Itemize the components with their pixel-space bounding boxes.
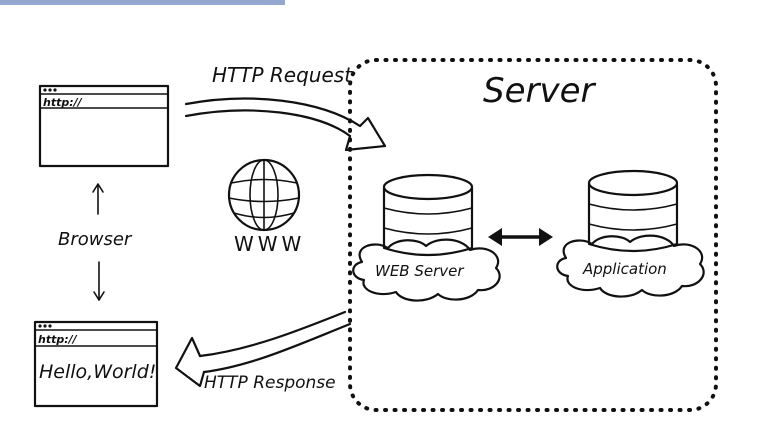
window-dot-icon <box>48 88 52 92</box>
window-dot-icon <box>43 324 47 328</box>
browser-window-top: http:// <box>38 84 170 168</box>
window-dot-icon <box>48 324 52 328</box>
web-server-label: WEB Server <box>375 262 464 280</box>
url-bar-text: http:// <box>38 333 78 346</box>
request-arrow <box>184 97 387 152</box>
page-content-text: Hello,World! <box>39 361 156 383</box>
window-dot-icon <box>43 88 47 92</box>
http-response-label: HTTP Response <box>204 373 336 393</box>
window-dot-icon <box>53 88 57 92</box>
server-boundary <box>348 58 718 412</box>
application-label: Application <box>582 260 667 278</box>
globe-icon <box>227 158 301 232</box>
browser-window-bottom: http:// Hello,World! <box>33 320 159 408</box>
browser-label: Browser <box>58 229 133 250</box>
web-server-cloud <box>352 238 501 302</box>
response-arrow <box>174 310 352 388</box>
window-dot-icon <box>38 324 42 328</box>
browser-arrows <box>92 183 105 301</box>
www-label: WWW <box>234 232 305 256</box>
top-cropped-strip <box>0 0 285 5</box>
http-request-label: HTTP Request <box>212 63 353 87</box>
server-title: Server <box>483 71 597 111</box>
url-bar-text: http:// <box>43 96 83 109</box>
application-cloud <box>556 234 705 298</box>
bidirectional-arrow-icon <box>488 228 553 246</box>
